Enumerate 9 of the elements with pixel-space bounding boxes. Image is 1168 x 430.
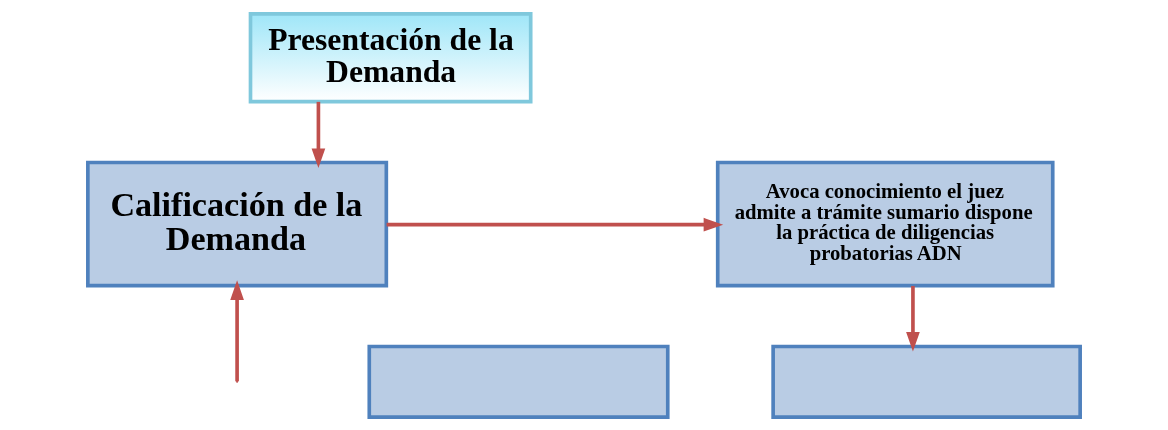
arrow bbox=[386, 217, 724, 231]
arrow bbox=[906, 285, 920, 352]
node-box: Calificación de la Demanda bbox=[86, 160, 389, 287]
node-box bbox=[367, 344, 670, 419]
arrow bbox=[311, 101, 326, 168]
arrow bbox=[230, 279, 244, 381]
node-box: Avoca conocimiento el juez admite a trámite sumario dispone la práctica de diligencias probatorias ADN bbox=[715, 160, 1055, 287]
node-box bbox=[771, 344, 1082, 419]
node-box: Presentación de la Demanda bbox=[248, 11, 533, 103]
